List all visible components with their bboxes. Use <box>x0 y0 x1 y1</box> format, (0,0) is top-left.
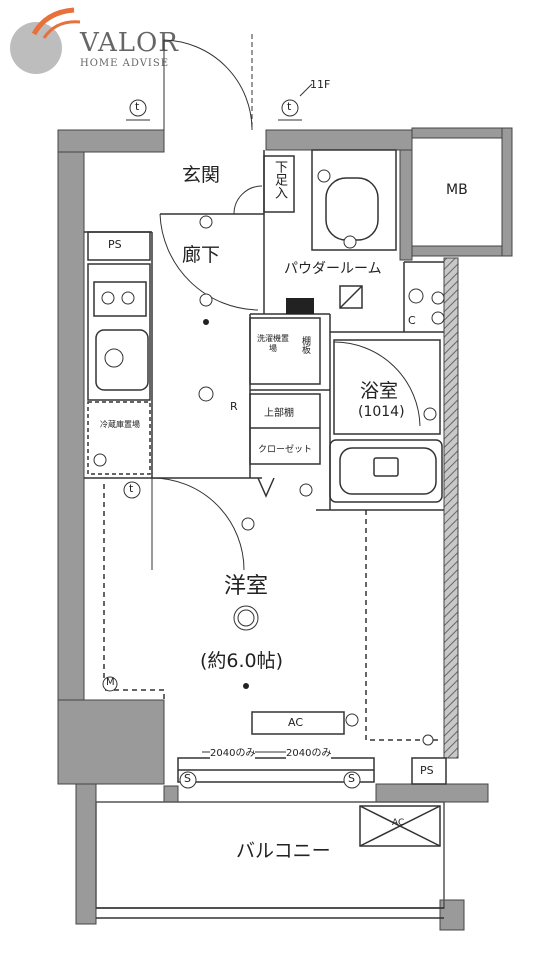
label-m-mark: M <box>106 677 115 688</box>
label-s-mark-right: S <box>348 772 355 785</box>
label-floor: 11F <box>310 78 331 91</box>
label-shelf: 棚板 <box>300 336 310 354</box>
label-ac-outdoor: AC <box>392 818 405 828</box>
logo-tagline: HOME ADVISE <box>80 58 170 69</box>
mb-left-wall <box>399 149 413 261</box>
room-label-bath: 浴室 <box>360 380 399 402</box>
room-label-ps-top: PS <box>108 238 122 251</box>
mb-bottom-wall <box>411 245 509 257</box>
label-ac: AC <box>288 716 304 729</box>
label-closet: クローゼット <box>258 445 313 455</box>
room-label-entrance: 玄関 <box>182 164 221 186</box>
room-label-western-room: 洋室 <box>224 574 269 599</box>
balcony-corner <box>439 899 465 931</box>
top-wall-left <box>57 129 165 153</box>
room-label-hallway: 廊下 <box>182 244 221 266</box>
label-t-mark-right: t <box>287 100 292 113</box>
room-label-bath-size: (1014) <box>358 404 405 420</box>
logo-name: VALOR <box>80 28 179 58</box>
room-label-balcony: バルコニー <box>236 840 331 862</box>
bottom-wall-left <box>163 785 179 803</box>
right-wall <box>443 257 459 759</box>
room-label-western-room-size: (約6.0帖) <box>200 650 284 672</box>
label-window-note-right: 2040のみ <box>286 744 332 759</box>
label-fridge: 冷蔵庫置場 <box>100 420 140 429</box>
balcony-left-wall <box>75 783 97 925</box>
logo-mark-icon <box>10 7 81 74</box>
room-label-powder-room: パウダールーム <box>284 261 382 277</box>
left-wall <box>57 129 85 701</box>
top-wall-right <box>265 129 413 151</box>
label-washer: 洗濯機置場 <box>257 334 289 353</box>
bottom-wall-right <box>375 783 489 803</box>
label-window-note-left: 2040のみ <box>210 744 256 759</box>
label-t-mark-left: t <box>135 100 140 113</box>
label-s-mark-left: S <box>184 772 191 785</box>
label-upper-shelf: 上部棚 <box>264 408 294 419</box>
mb-top-wall <box>411 127 509 139</box>
left-wall-lower <box>57 699 165 785</box>
room-label-mb: MB <box>446 182 468 198</box>
label-c-mark: C <box>408 314 416 327</box>
room-label-shoe-box: 下足入 <box>272 160 287 199</box>
label-r-mark: R <box>230 400 238 413</box>
label-t-mark-room: t <box>129 482 134 495</box>
room-label-ps-bottom: PS <box>420 764 434 777</box>
mb-right-wall <box>501 127 513 257</box>
